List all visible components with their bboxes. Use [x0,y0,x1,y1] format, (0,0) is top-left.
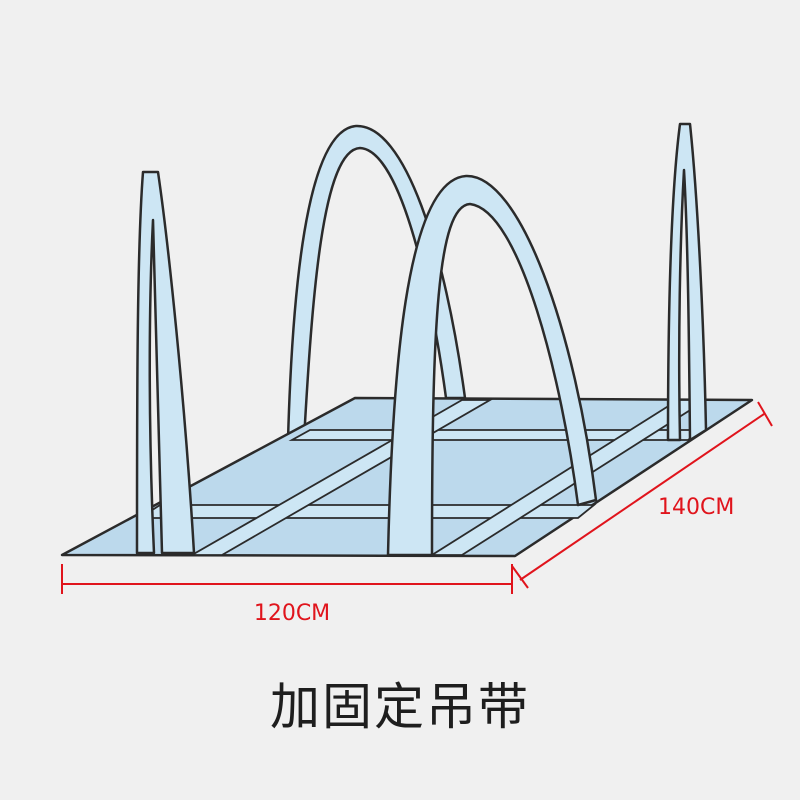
back-right-loop-strap [666,122,708,442]
caption-title: 加固定吊带 [270,678,530,736]
depth-dimension-tick-front [511,565,529,589]
width-dimension-label: 120CM [254,601,330,626]
width-dimension: 120CM [61,564,513,626]
depth-dimension-line [519,413,765,581]
depth-dimension: 140CM [511,401,773,589]
depth-dimension-label: 140CM [658,495,734,520]
depth-dimension-tick-back [757,401,773,427]
front-right-arch-strap [386,174,598,557]
front-left-loop-strap [135,170,196,555]
